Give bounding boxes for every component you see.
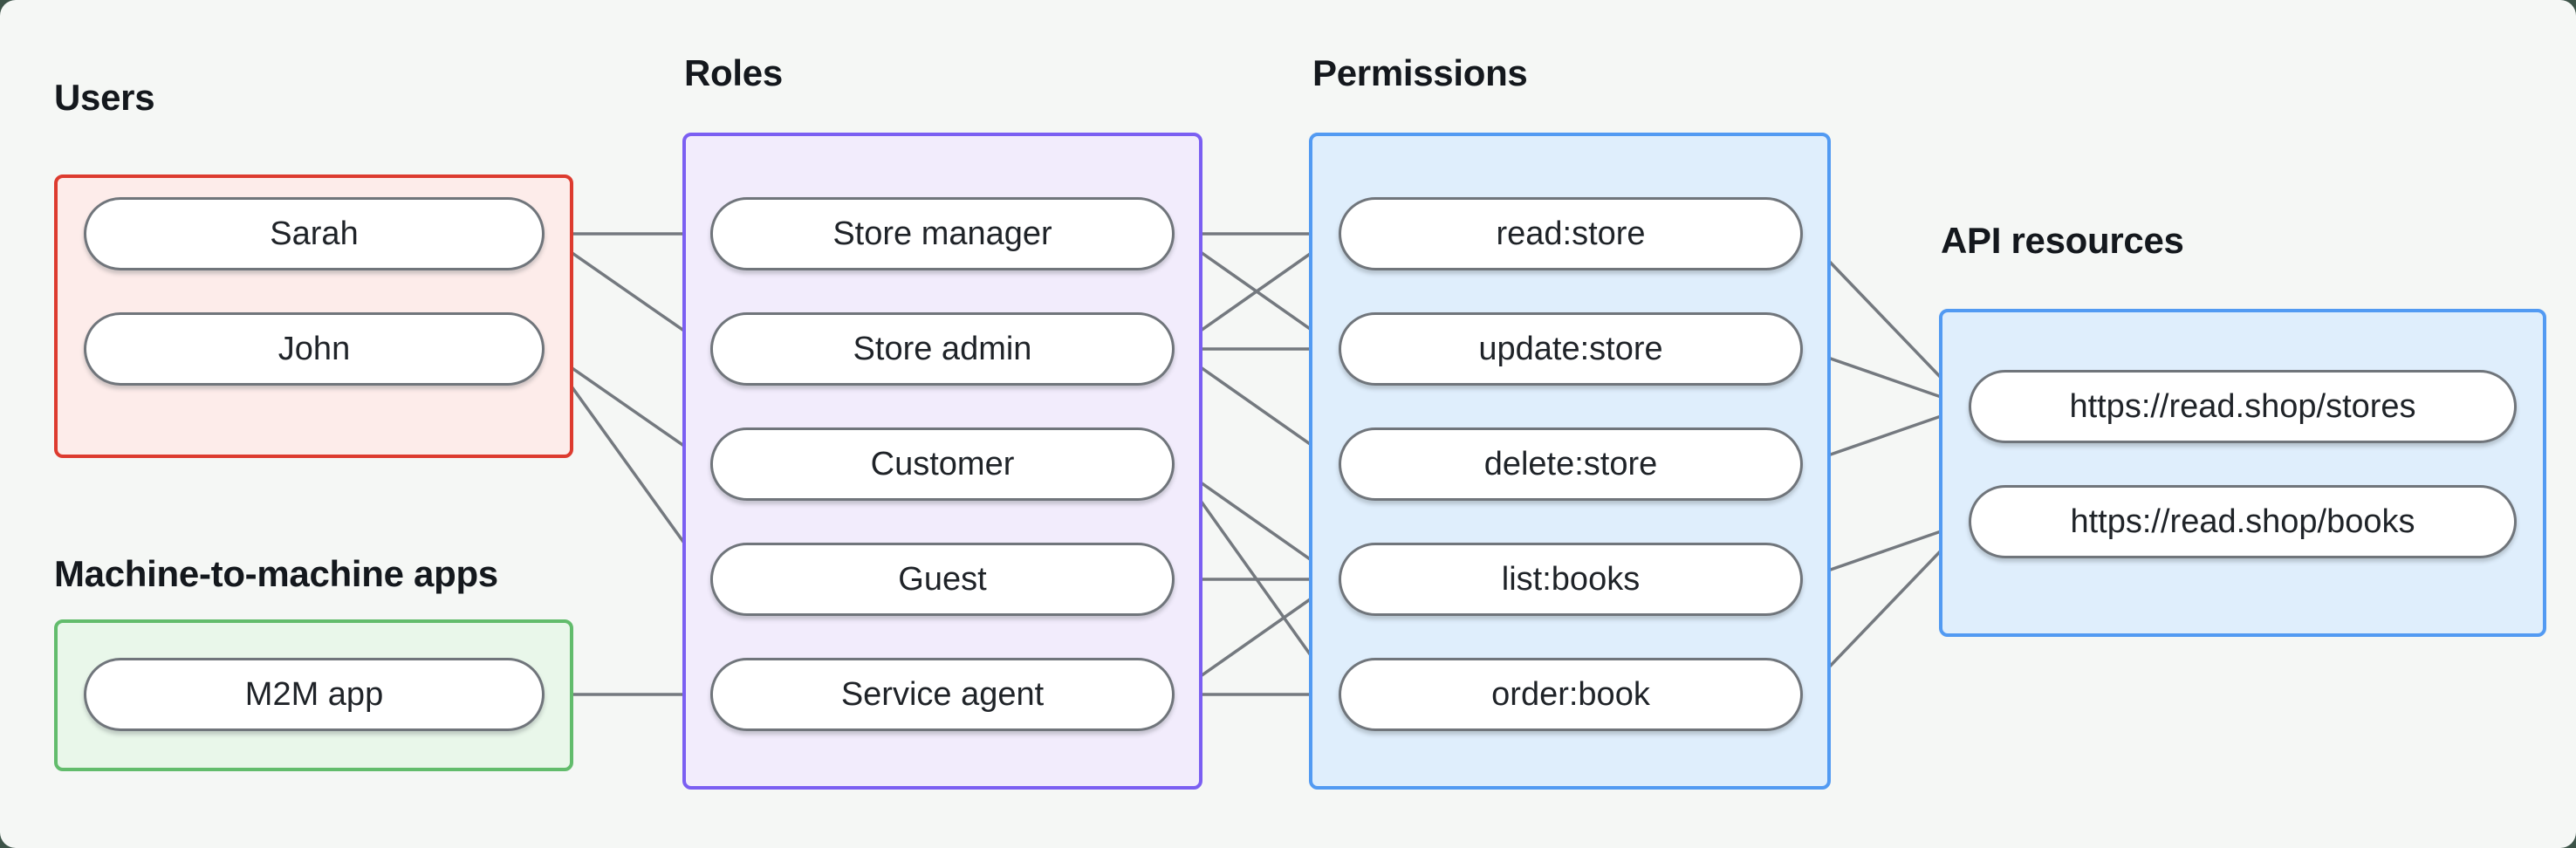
node-service-agent: Service agent: [710, 658, 1175, 731]
permissions-group-label: Permissions: [1312, 52, 1528, 93]
node-order-book: order:book: [1339, 658, 1803, 731]
m2m-group-label: Machine-to-machine apps: [54, 553, 498, 594]
node-delete-store: delete:store: [1339, 427, 1803, 501]
node-sarah: Sarah: [84, 197, 545, 270]
roles-group-label: Roles: [684, 52, 783, 93]
node-list-books: list:books: [1339, 543, 1803, 616]
node-customer: Customer: [710, 427, 1175, 501]
api-resources-group-box: [1939, 309, 2546, 637]
node-https-read-shop-books: https://read.shop/books: [1969, 485, 2517, 558]
node-read-store: read:store: [1339, 197, 1803, 270]
node-store-manager: Store manager: [710, 197, 1175, 270]
node-m2m-app: M2M app: [84, 658, 545, 731]
api-resources-group-label: API resources: [1941, 220, 2184, 261]
users-group-label: Users: [54, 77, 155, 118]
node-john: John: [84, 312, 545, 386]
node-store-admin: Store admin: [710, 312, 1175, 386]
node-guest: Guest: [710, 543, 1175, 616]
node-https-read-shop-stores: https://read.shop/stores: [1969, 370, 2517, 443]
node-update-store: update:store: [1339, 312, 1803, 386]
